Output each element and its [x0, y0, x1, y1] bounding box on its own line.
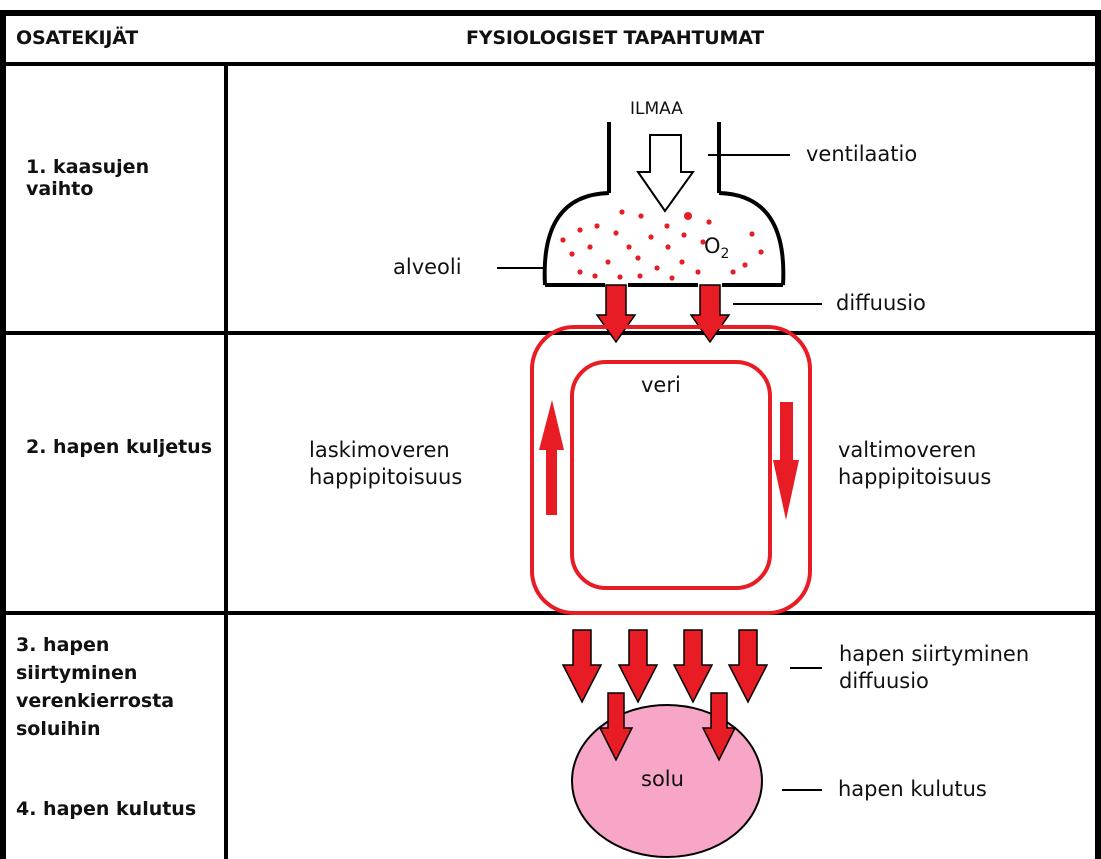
- oxygen-dots: [560, 209, 763, 280]
- venous-flow-up-arrow: [539, 400, 564, 515]
- column-header-events: FYSIOLOGISET TAPAHTUMAT: [466, 27, 764, 49]
- label-veri: veri: [641, 372, 681, 399]
- row-label-oxygen-transport: 2. hapen kuljetus: [26, 437, 216, 459]
- arterial-flow-down-arrow: [773, 402, 799, 520]
- label-diffuusio: diffuusio: [836, 290, 926, 317]
- tissue-diffusion-arrows-top: [563, 630, 767, 702]
- label-ventilaatio: ventilaatio: [806, 141, 917, 168]
- label-ilmaa: ILMAA: [630, 99, 683, 121]
- column-header-factors: OSATEKIJÄT: [16, 27, 138, 49]
- label-o2: O2: [704, 233, 729, 264]
- label-alveoli: alveoli: [393, 254, 462, 281]
- label-solu: solu: [641, 766, 684, 793]
- row-label-oxygen-transfer: 3. hapen siirtyminen verenkierrosta solu…: [16, 632, 221, 744]
- row-label-gas-exchange: 1. kaasujen vaihto: [26, 157, 216, 201]
- label-hapen-kulutus: hapen kulutus: [838, 776, 987, 803]
- row-label-oxygen-consumption: 4. hapen kulutus: [16, 796, 206, 822]
- air-inflow-arrow: [638, 135, 693, 211]
